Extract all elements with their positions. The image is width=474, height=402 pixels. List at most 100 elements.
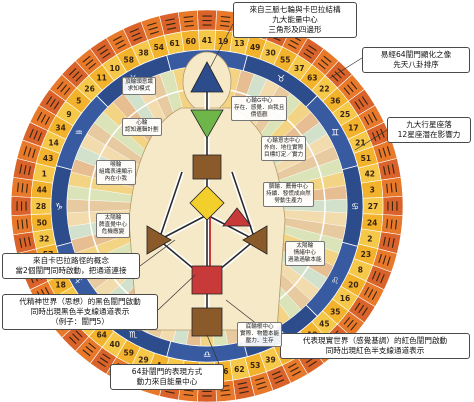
label-sacral-center: 臍輪．薦骨中心 持續．發慌成自然 勞動生產力 <box>263 182 314 207</box>
hexagram-line <box>60 84 68 93</box>
channel-line <box>158 214 208 241</box>
hexagram-line <box>32 148 36 158</box>
gate-number: 32 <box>39 234 49 243</box>
sacral-center <box>191 265 223 295</box>
gate-number: 21 <box>355 138 365 147</box>
mini-line: 目標訂定／實力 <box>264 151 304 158</box>
hexagram-line <box>220 394 231 397</box>
hexagram-line <box>239 390 249 394</box>
hexagram-line <box>63 87 71 96</box>
hexagram-line <box>371 291 378 300</box>
hexagram-line <box>358 98 365 108</box>
hexagram-line <box>36 112 43 121</box>
zodiac-glyph: ♌ <box>331 277 339 287</box>
hexagram-line <box>337 67 346 76</box>
hexagram-line <box>290 366 299 373</box>
hexagram-line <box>323 55 332 63</box>
hexagram-line <box>44 287 51 296</box>
label-spleen-center: 太陽輪 脾直覺中心 危機應變 <box>96 213 130 238</box>
gate-number: 28 <box>36 202 46 211</box>
hexagram-line <box>367 114 374 123</box>
spleen-center <box>146 225 172 255</box>
gate-number: 19 <box>218 37 228 46</box>
hexagram-line <box>53 101 60 110</box>
gate-number: 22 <box>319 85 329 94</box>
hexagram-line <box>271 370 281 376</box>
root-center <box>191 307 223 337</box>
zodiac-glyph: ♉ <box>277 74 285 84</box>
gate-number: 20 <box>348 280 358 289</box>
hexagram-line <box>37 132 43 142</box>
gate-number: 55 <box>280 56 290 65</box>
hexagram-line <box>383 166 386 176</box>
label-crown-center: 頂輪頭意識 求知模式 <box>122 77 156 95</box>
callout-planets-zodiac: 九大行星座落 12星座潛在影響力 <box>387 117 471 144</box>
gate-number: 23 <box>361 250 371 259</box>
mini-line: 實際．物體本能 <box>240 330 280 337</box>
hexagram-line <box>346 319 354 328</box>
label-root-center: 底輪根中心 實際．物體本能 壓力．生存 <box>237 322 283 347</box>
hexagram-line <box>165 390 175 394</box>
callout-line: 動力來自能量中心 <box>136 377 198 387</box>
hexagram-line <box>308 360 317 368</box>
gate-number: 44 <box>37 186 47 195</box>
gate-number: 41 <box>202 36 212 45</box>
gate-number: 61 <box>169 39 179 48</box>
gate-number: 9 <box>66 110 71 119</box>
hexagram-line <box>75 330 83 338</box>
mini-line: 勞動生產力 <box>274 197 303 204</box>
hexagram-line <box>165 18 175 22</box>
callout-iching-gates: 易經64闡門顯化之像 先天八卦排序 <box>362 47 470 74</box>
mini-line: 外向．地位實際 <box>264 144 304 151</box>
gate-number: 62 <box>234 365 244 374</box>
gate-number: 58 <box>124 56 134 65</box>
hexagram-line <box>361 96 369 105</box>
hexagram-line <box>40 114 47 123</box>
hexagram-line <box>390 183 393 193</box>
gate-number: 11 <box>96 74 106 83</box>
gate-number: 25 <box>340 110 350 119</box>
gate-number: 49 <box>250 43 260 52</box>
gate-number: 36 <box>330 97 340 106</box>
hexagram-line <box>29 128 34 138</box>
gate-number: 59 <box>124 348 134 357</box>
hexagram-line <box>131 32 141 37</box>
hexagram-line <box>68 67 77 76</box>
mini-line: 太陽輪 <box>296 243 314 249</box>
hexagram-line <box>85 345 94 353</box>
callout-line: 九大行星座落 <box>406 120 452 129</box>
hexagram-line <box>257 385 267 390</box>
hexagram-line <box>148 26 158 31</box>
solar-plexus-center <box>242 225 268 255</box>
gate-number: 27 <box>368 202 378 211</box>
hexagram-line <box>288 362 297 369</box>
hexagram-line <box>220 20 230 23</box>
gate-number: 18 <box>55 280 65 289</box>
hexagram-line <box>85 59 94 67</box>
gate-number: 3 <box>370 186 375 195</box>
hexagram-line <box>292 370 301 377</box>
hexagram-line <box>68 336 77 345</box>
mini-line: 內在小我 <box>104 175 127 182</box>
gate-number: 5 <box>76 97 81 106</box>
mini-line: 心輪意志中心 <box>266 138 301 144</box>
hexagram-line <box>350 81 358 90</box>
hexagram-line <box>117 43 126 50</box>
callout-line: 三角形及四邊形 <box>268 25 322 35</box>
hexagram-line <box>56 81 64 90</box>
hexagram-line <box>99 48 109 55</box>
hexagram-line <box>256 381 266 386</box>
gate-number: 45 <box>319 319 329 328</box>
hexagram-line <box>391 238 395 248</box>
hexagram-line <box>378 148 382 158</box>
hexagram-line <box>371 270 377 280</box>
gate-number: 50 <box>37 218 47 227</box>
mini-line: 價值觀 <box>250 111 268 118</box>
hexagram-line <box>220 15 231 18</box>
mini-line: 底輪根中心 <box>245 324 274 330</box>
mini-line: 心輪 <box>136 120 148 126</box>
hexagram-line <box>350 322 358 331</box>
gate-number: 40 <box>110 340 120 349</box>
mini-line: 脾直覺中心 <box>99 221 127 228</box>
